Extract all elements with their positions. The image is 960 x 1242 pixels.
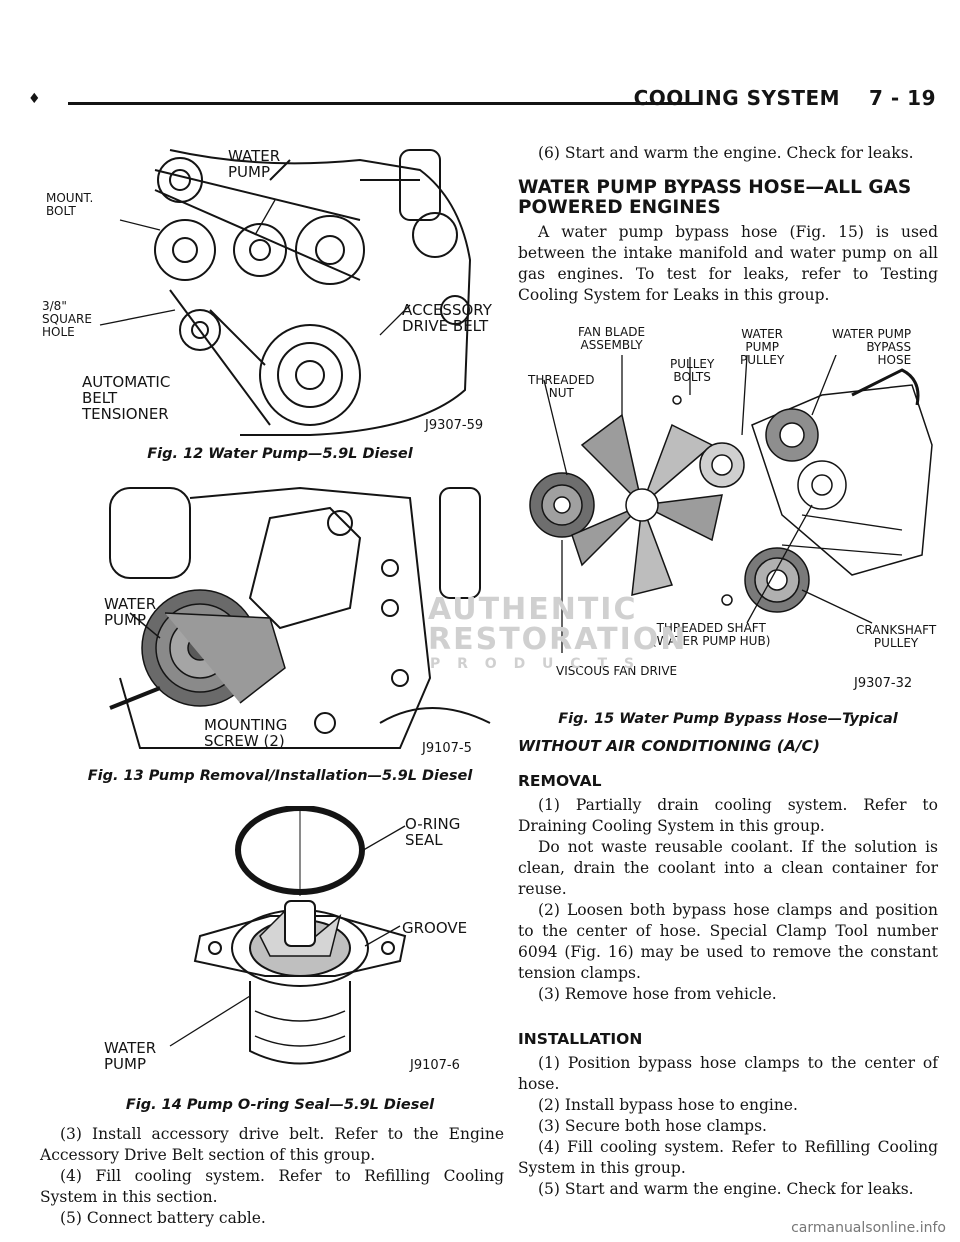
- fig14-caption: Fig. 14 Pump O-ring Seal—5.9L Diesel: [125, 1097, 435, 1113]
- fig12-label-square-hole: 3/8" SQUARE HOLE: [42, 299, 92, 339]
- subheading-no-ac: WITHOUT AIR CONDITIONING (A/C): [518, 737, 820, 755]
- fig13-label-water-pump: WATER PUMP: [104, 595, 157, 629]
- install-step-4: (4) Fill cooling system. Refer to Refill…: [518, 1138, 938, 1177]
- fig14-label-oring: O-RING SEAL: [405, 815, 461, 849]
- fig13-label-mounting-screw: MOUNTING SCREW (2): [204, 716, 288, 750]
- fig12-label-tensioner: AUTOMATIC BELT TENSIONER: [82, 373, 171, 423]
- watermark-line2: RESTORATION: [428, 622, 688, 657]
- page-marker: ♦: [28, 91, 41, 107]
- installation-heading: INSTALLATION: [518, 1030, 643, 1048]
- fig13-illustration: [109, 486, 491, 749]
- fig15-code: J9307-32: [854, 676, 913, 691]
- fig15-label-fan-blade: FAN BLADE ASSEMBLY: [578, 325, 646, 352]
- section-heading: WATER PUMP BYPASS HOSE—ALL GAS POWERED E…: [518, 177, 912, 218]
- install-step-3: (3) Secure both hose clamps.: [538, 1117, 767, 1135]
- fig14-illustration: [169, 806, 407, 1065]
- fig15-label-wp-pulley: WATER PUMP PULLEY: [740, 327, 785, 367]
- fig15-label-bypass-hose: WATER PUMP BYPASS HOSE: [832, 327, 912, 367]
- install-step-2: (2) Install bypass hose to engine.: [538, 1096, 798, 1114]
- step-fill-cooling: (4) Fill cooling system. Refer to Refill…: [40, 1167, 504, 1206]
- fig12-label-drive-belt: ACCESSORY DRIVE BELT: [402, 301, 492, 335]
- fig15-label-pulley-bolts: PULLEY BOLTS: [670, 357, 715, 384]
- installation-steps: (1) Position bypass hose clamps to the c…: [518, 1053, 938, 1200]
- step-start-engine: (6) Start and warm the engine. Check for…: [518, 143, 938, 164]
- fig12-code: J9307-59: [425, 418, 484, 433]
- fig15-label-threaded-shaft: THREADED SHAFT (WATER PUMP HUB): [652, 621, 771, 648]
- removal-step-3: (3) Remove hose from vehicle.: [538, 985, 777, 1003]
- fig14-label-water-pump: WATER PUMP: [104, 1039, 157, 1073]
- page-number: 7 - 19: [869, 86, 936, 110]
- watermark-line3: P R O D U C T S: [430, 656, 640, 672]
- step-start-engine-text: (6) Start and warm the engine. Check for…: [538, 144, 914, 162]
- fig12-illustration: [99, 149, 472, 436]
- step-connect-battery: (5) Connect battery cable.: [60, 1209, 266, 1227]
- fig13-caption: Fig. 13 Pump Removal/Installation—5.9L D…: [87, 768, 473, 784]
- install-step-5: (5) Start and warm the engine. Check for…: [538, 1180, 914, 1198]
- fig12-label-water-pump: WATER PUMP: [228, 147, 281, 181]
- fig15-label-viscous: VISCOUS FAN DRIVE: [556, 664, 678, 678]
- removal-steps: (1) Partially drain cooling system. Refe…: [518, 795, 938, 1005]
- section-name: COOLING SYSTEM: [633, 86, 841, 110]
- fig14-label-groove: GROOVE: [402, 919, 468, 937]
- intro-paragraph: A water pump bypass hose (Fig. 15) is us…: [518, 223, 938, 304]
- install-step-1: (1) Position bypass hose clamps to the c…: [518, 1054, 938, 1093]
- left-column-text: (3) Install accessory drive belt. Refer …: [40, 1124, 504, 1229]
- fig13-code: J9107-5: [422, 741, 472, 756]
- step-install-belt: (3) Install accessory drive belt. Refer …: [40, 1125, 504, 1164]
- removal-note: Do not waste reusable coolant. If the so…: [518, 838, 938, 898]
- removal-step-2: (2) Loosen both bypass hose clamps and p…: [518, 901, 938, 982]
- fig15-caption: Fig. 15 Water Pump Bypass Hose—Typical: [558, 711, 898, 727]
- watermark-line1: AUTHENTIC: [428, 592, 638, 627]
- page-header: ♦ COOLING SYSTEM 7 - 19: [28, 86, 936, 116]
- fig12-label-mount-bolt: MOUNT. BOLT: [46, 191, 94, 218]
- intro-text: A water pump bypass hose (Fig. 15) is us…: [518, 222, 938, 306]
- removal-step-1: (1) Partially drain cooling system. Refe…: [518, 796, 938, 835]
- footer-watermark: carmanualsonline.info: [791, 1220, 946, 1236]
- fig14-code: J9107-6: [410, 1058, 460, 1073]
- header-rule: [68, 102, 700, 105]
- section-title: COOLING SYSTEM 7 - 19: [634, 86, 936, 110]
- fig15-label-threaded-nut: THREADED NUT: [528, 373, 595, 400]
- fig15-illustration: [529, 355, 933, 653]
- fig15-label-crank-pulley: CRANKSHAFT PULLEY: [856, 623, 937, 650]
- removal-heading: REMOVAL: [518, 772, 602, 790]
- fig12-caption: Fig. 12 Water Pump—5.9L Diesel: [147, 446, 413, 462]
